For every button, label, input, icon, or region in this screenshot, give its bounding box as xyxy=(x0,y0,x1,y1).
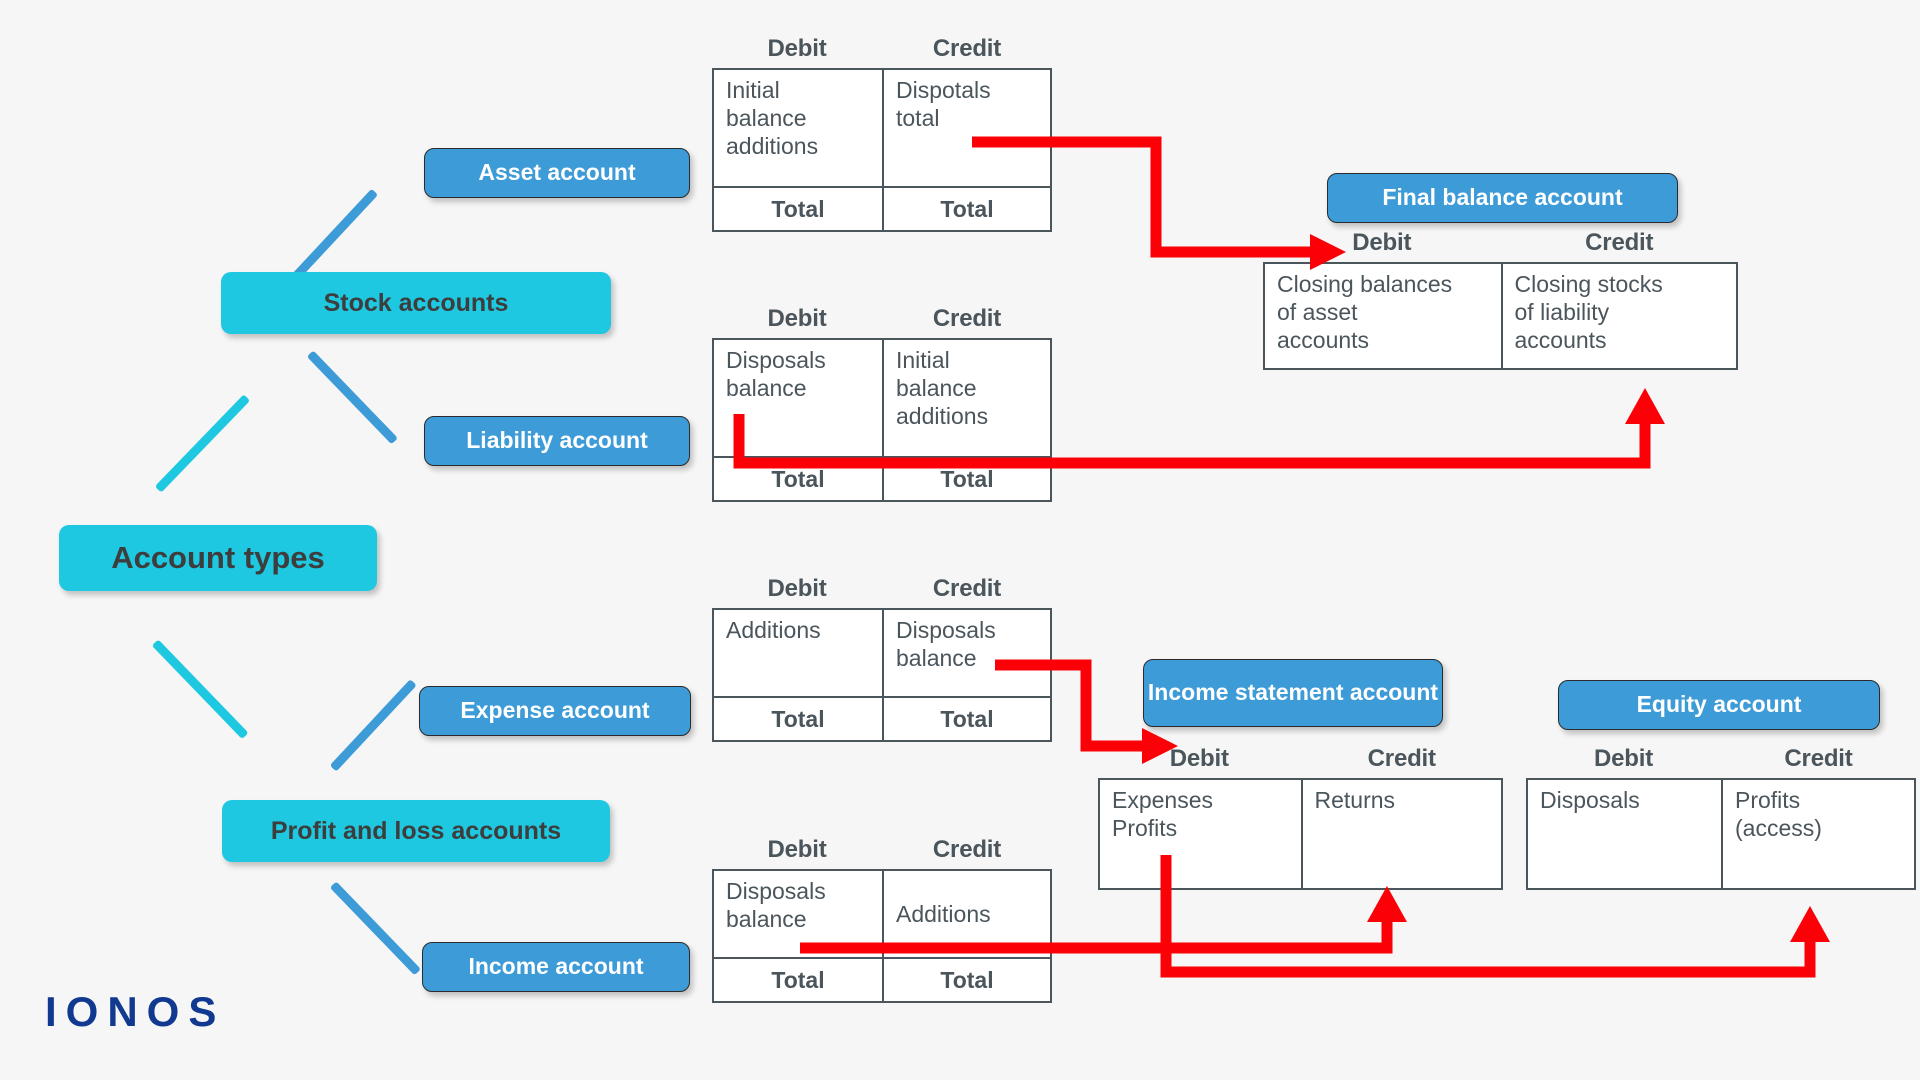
debit-header: Debit xyxy=(1169,745,1229,772)
income-statement-account-t: Debit Credit Expenses Profits Returns xyxy=(1098,745,1503,890)
debit-cell: Closing balances of asset accounts xyxy=(1277,271,1453,354)
debit-header: Debit xyxy=(767,35,827,62)
credit-cell: Closing stocks of liability accounts xyxy=(1500,264,1737,368)
t-header-row: Debit Credit xyxy=(712,35,1052,68)
t-entries-row: Initial balance additions Dispotals tota… xyxy=(714,70,1050,186)
branch-root-to-stock xyxy=(154,394,251,493)
node-equity-account[interactable]: Equity account xyxy=(1558,680,1880,730)
ionos-logo: IONOS xyxy=(45,988,226,1035)
branch-stock-to-asset xyxy=(289,188,379,283)
debit-cell: Expenses Profits xyxy=(1112,787,1214,842)
node-profit-and-loss-accounts[interactable]: Profit and loss accounts xyxy=(222,800,610,862)
t-box: Additions Disposals balance Total Total xyxy=(712,608,1052,743)
credit-header: Credit xyxy=(932,575,1002,602)
branch-profitloss-to-expense xyxy=(329,679,417,772)
debit-cell: Disposals balance xyxy=(726,878,826,933)
credit-cell: Disposals balance xyxy=(882,610,1050,696)
debit-total: Total xyxy=(771,706,825,732)
branch-root-to-profit-loss xyxy=(151,639,249,740)
expense-account-t: Debit Credit Additions Disposals balance… xyxy=(712,575,1052,743)
debit-total: Total xyxy=(771,196,825,222)
debit-header: Debit xyxy=(1352,229,1412,256)
t-header-row: Debit Credit xyxy=(1098,745,1503,778)
t-totals-row: Total Total xyxy=(714,186,1050,231)
node-income-account-label: Income account xyxy=(468,953,644,980)
node-income-statement-account[interactable]: Income statement account xyxy=(1143,659,1443,727)
t-box: Closing balances of asset accounts Closi… xyxy=(1263,262,1738,370)
node-liability-account-label: Liability account xyxy=(466,427,648,454)
t-totals-row: Total Total xyxy=(714,696,1050,741)
credit-cell: Dispotals total xyxy=(882,70,1050,186)
debit-header: Debit xyxy=(767,836,827,863)
node-profit-and-loss-accounts-label: Profit and loss accounts xyxy=(270,817,562,845)
node-account-types[interactable]: Account types xyxy=(59,525,377,591)
node-asset-account[interactable]: Asset account xyxy=(424,148,690,198)
node-expense-account-label: Expense account xyxy=(460,697,650,724)
t-box: Expenses Profits Returns xyxy=(1098,778,1503,890)
income-account-t: Debit Credit Disposals balance Additions… xyxy=(712,836,1052,1004)
credit-cell: Returns xyxy=(1300,780,1502,888)
credit-total: Total xyxy=(882,458,1050,501)
credit-header: Credit xyxy=(932,836,1002,863)
final-balance-account-t: Debit Credit Closing balances of asset a… xyxy=(1263,229,1738,370)
debit-cell: Initial balance additions xyxy=(726,77,819,160)
t-header-row: Debit Credit xyxy=(1263,229,1738,262)
equity-account-t: Debit Credit Disposals Profits (access) xyxy=(1526,745,1916,890)
t-header-row: Debit Credit xyxy=(1526,745,1916,778)
debit-header: Debit xyxy=(1593,745,1653,772)
credit-cell: Additions xyxy=(882,871,1050,957)
t-header-row: Debit Credit xyxy=(712,305,1052,338)
debit-header: Debit xyxy=(767,575,827,602)
t-entries-row: Disposals Profits (access) xyxy=(1528,780,1914,888)
credit-total: Total xyxy=(882,698,1050,741)
node-account-types-label: Account types xyxy=(111,539,325,575)
t-box: Disposals balance Additions Total Total xyxy=(712,869,1052,1004)
node-stock-accounts[interactable]: Stock accounts xyxy=(221,272,611,334)
t-header-row: Debit Credit xyxy=(712,836,1052,869)
debit-header: Debit xyxy=(767,305,827,332)
credit-total: Total xyxy=(882,188,1050,231)
debit-cell: Additions xyxy=(726,617,821,643)
debit-cell: Disposals xyxy=(1540,787,1640,813)
node-equity-account-label: Equity account xyxy=(1636,691,1802,718)
node-income-account[interactable]: Income account xyxy=(422,942,690,992)
t-box: Initial balance additions Dispotals tota… xyxy=(712,68,1052,233)
t-box: Disposals balance Initial balance additi… xyxy=(712,338,1052,503)
t-header-row: Debit Credit xyxy=(712,575,1052,608)
t-totals-row: Total Total xyxy=(714,456,1050,501)
node-income-statement-account-label: Income statement account xyxy=(1147,679,1439,706)
asset-account-t: Debit Credit Initial balance additions D… xyxy=(712,35,1052,233)
credit-total: Total xyxy=(882,959,1050,1002)
t-entries-row: Closing balances of asset accounts Closi… xyxy=(1265,264,1736,368)
credit-header: Credit xyxy=(1367,745,1436,772)
branch-profitloss-to-income xyxy=(329,881,421,976)
t-entries-row: Additions Disposals balance xyxy=(714,610,1050,696)
t-totals-row: Total Total xyxy=(714,957,1050,1002)
debit-total: Total xyxy=(771,967,825,993)
credit-header: Credit xyxy=(1784,745,1853,772)
node-asset-account-label: Asset account xyxy=(478,159,636,186)
credit-header: Credit xyxy=(932,305,1002,332)
t-entries-row: Disposals balance Initial balance additi… xyxy=(714,340,1050,456)
node-stock-accounts-label: Stock accounts xyxy=(323,289,509,317)
branch-stock-to-liability xyxy=(306,350,398,445)
node-final-balance-account[interactable]: Final balance account xyxy=(1327,173,1678,223)
node-final-balance-account-label: Final balance account xyxy=(1382,184,1623,211)
credit-cell: Profits (access) xyxy=(1721,780,1914,888)
t-entries-row: Disposals balance Additions xyxy=(714,871,1050,957)
credit-cell: Initial balance additions xyxy=(882,340,1050,456)
node-expense-account[interactable]: Expense account xyxy=(419,686,691,736)
debit-total: Total xyxy=(771,466,825,492)
credit-header: Credit xyxy=(1585,229,1654,256)
credit-header: Credit xyxy=(932,35,1002,62)
node-liability-account[interactable]: Liability account xyxy=(424,416,690,466)
liability-account-t: Debit Credit Disposals balance Initial b… xyxy=(712,305,1052,503)
debit-cell: Disposals balance xyxy=(726,347,826,402)
t-box: Disposals Profits (access) xyxy=(1526,778,1916,890)
t-entries-row: Expenses Profits Returns xyxy=(1100,780,1501,888)
